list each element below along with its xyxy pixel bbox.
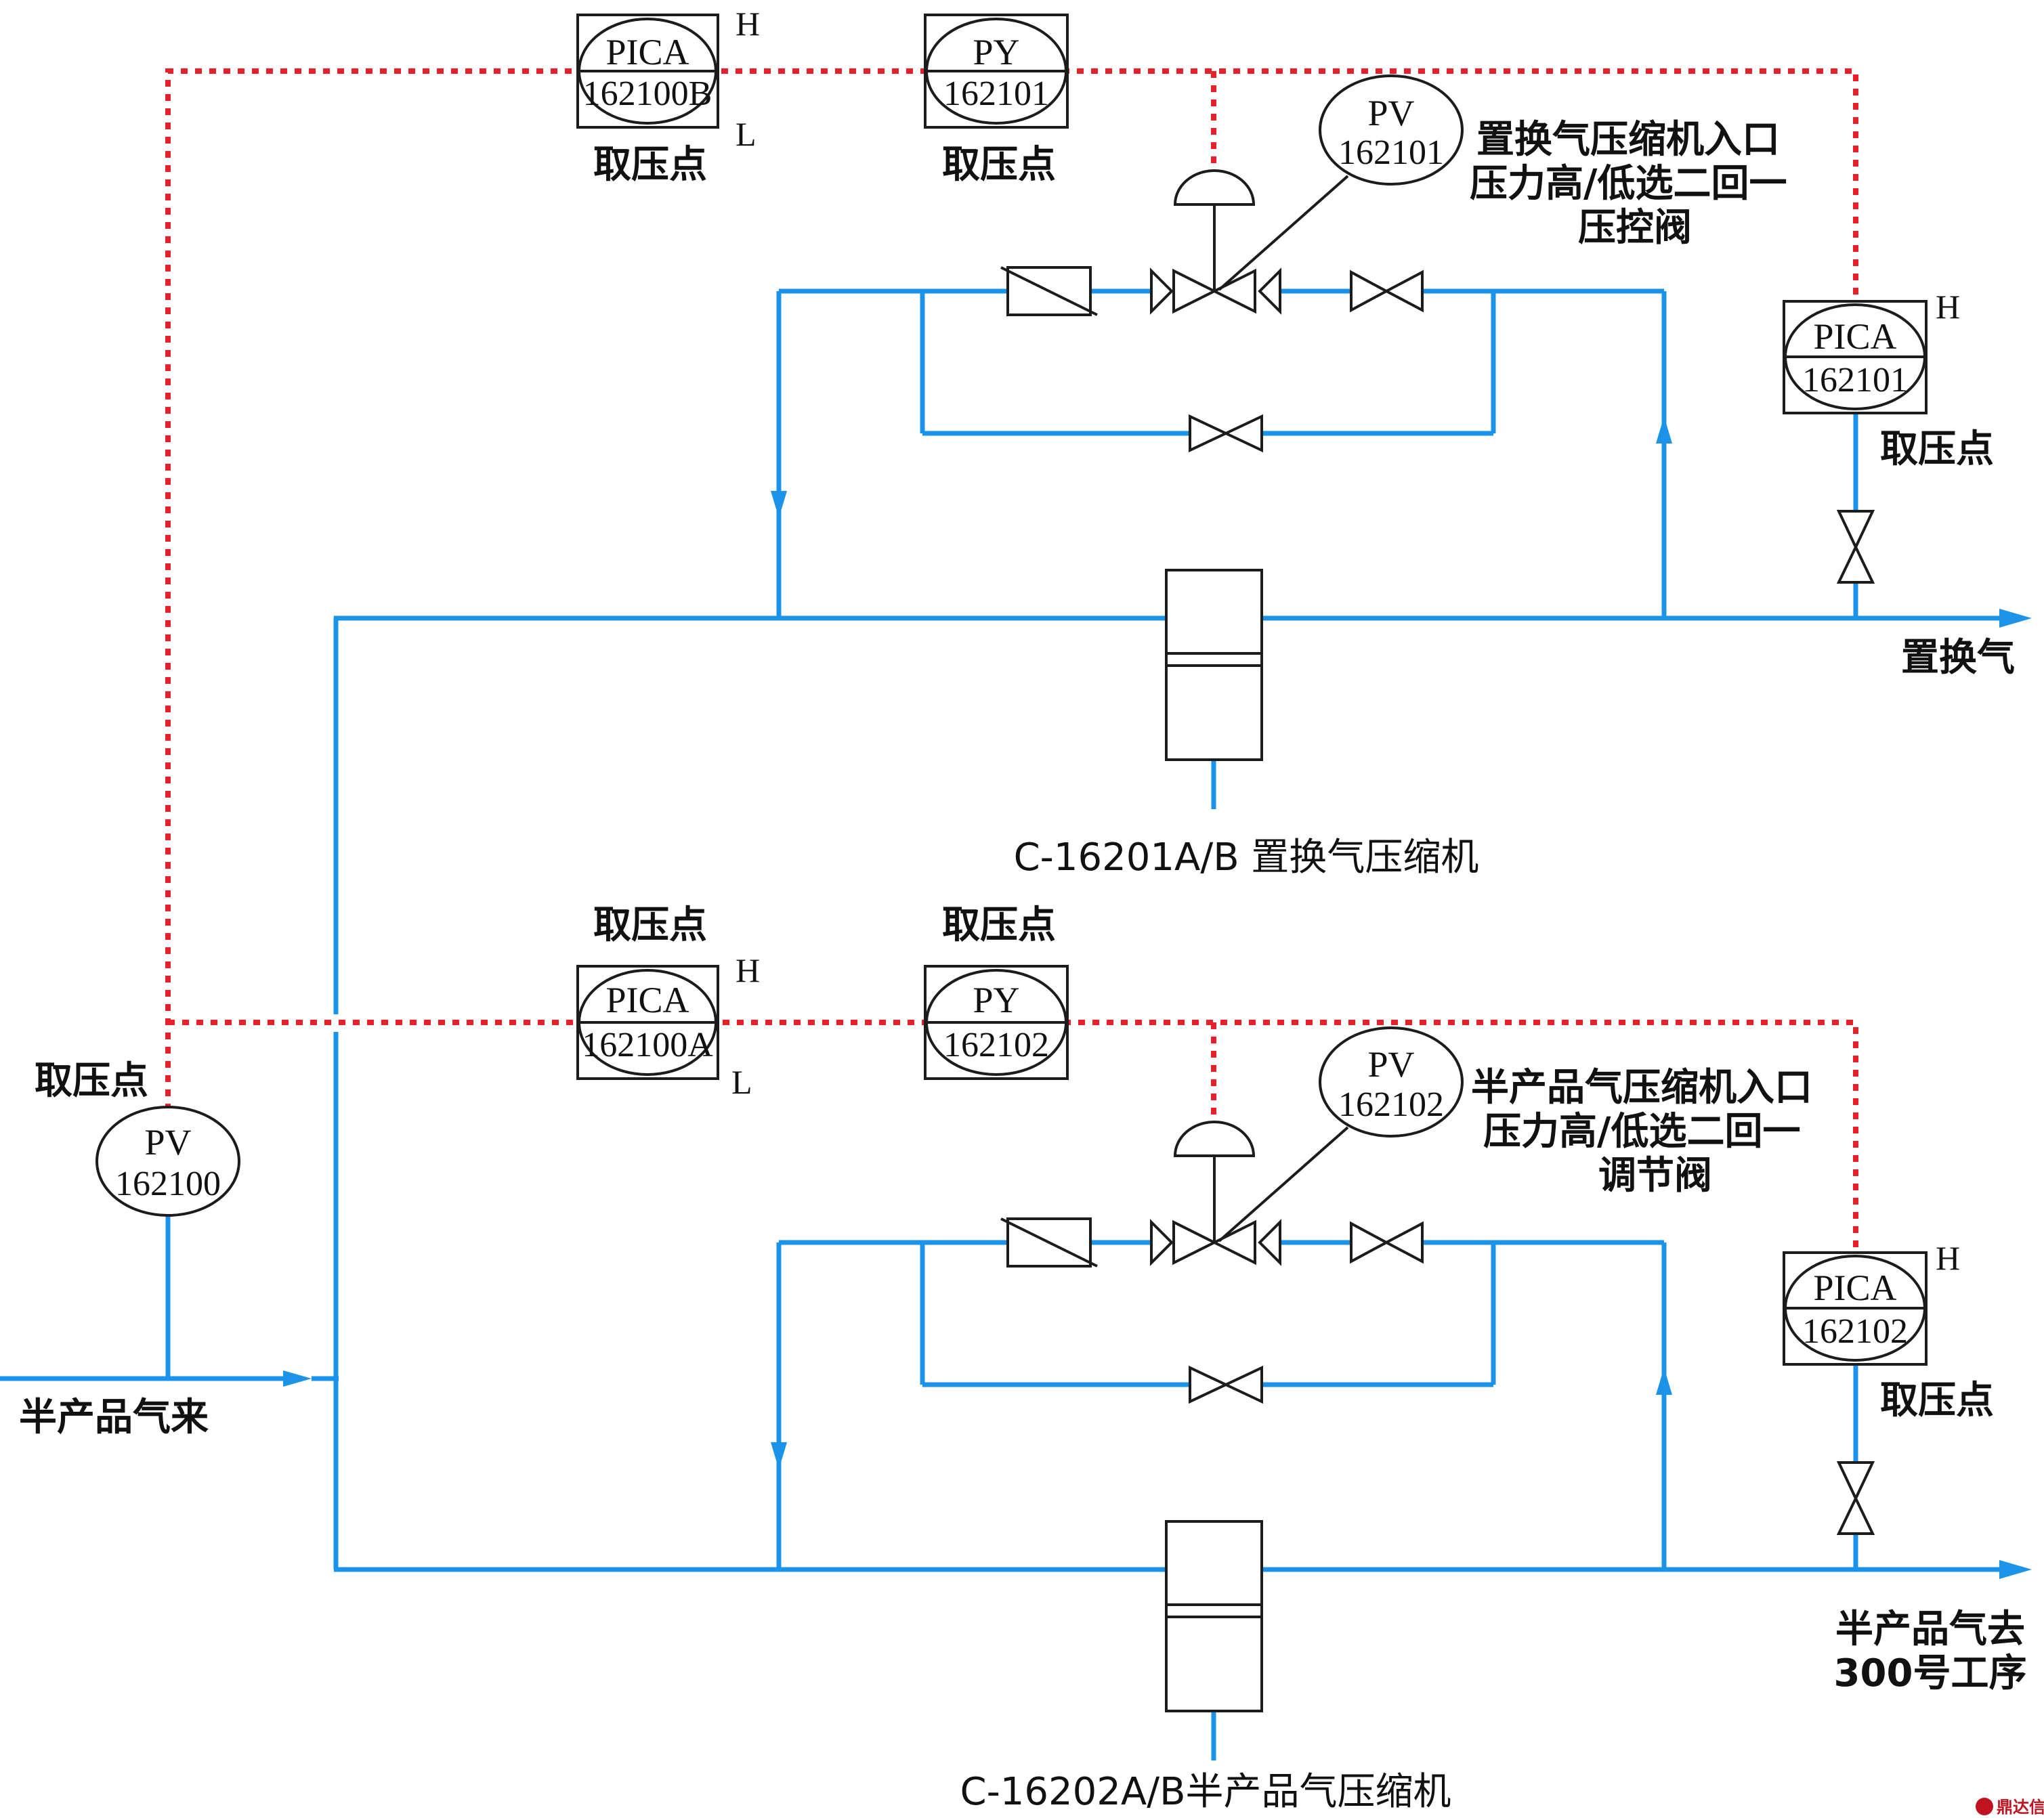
lower-gate-valve-left	[1150, 1219, 1174, 1266]
svg-text:PY: PY	[973, 980, 1019, 1020]
svg-text:压力高/低选二回一: 压力高/低选二回一	[1483, 1110, 1800, 1154]
instrument-py-162102: PY 162102 取压点	[924, 903, 1069, 1080]
lower-valve-actuator	[1173, 1121, 1256, 1157]
upper-tap-valve	[1836, 510, 1875, 550]
upper-bypass-valve	[1189, 414, 1229, 453]
svg-text:PICA: PICA	[1813, 316, 1896, 357]
svg-text:取压点: 取压点	[1880, 427, 1994, 471]
instrument-py-162101: PY 162101 取压点	[924, 14, 1069, 187]
lower-gate-valve-right	[1350, 1221, 1390, 1264]
svg-text:162101: 162101	[1338, 133, 1444, 172]
svg-text:取压点: 取压点	[942, 143, 1056, 187]
svg-text:半产品气压缩机入口: 半产品气压缩机入口	[1471, 1066, 1812, 1110]
svg-text:H: H	[736, 5, 760, 43]
upper-valve-actuator	[1173, 169, 1256, 206]
svg-text:L: L	[731, 1063, 752, 1101]
svg-text:取压点: 取压点	[35, 1059, 148, 1103]
svg-text:压力高/低选二回一: 压力高/低选二回一	[1470, 162, 1787, 206]
svg-text:PICA: PICA	[1813, 1268, 1896, 1308]
svg-text:鼎达信: 鼎达信	[1997, 1798, 2044, 1817]
instrument-pica-162102: PICA 162102 H 取压点	[1783, 1239, 1994, 1423]
compressor-upper	[1165, 569, 1263, 761]
upper-gate-valve-left	[1150, 267, 1174, 315]
svg-text:162101: 162101	[1802, 361, 1908, 399]
svg-text:162102: 162102	[943, 1026, 1049, 1064]
instrument-pv-162101: PV 162101 置换气压缩机入口 压力高/低选二回一 压控阀	[1319, 74, 1787, 250]
outlet-lower-label-line1: 半产品气去	[1835, 1607, 2025, 1651]
instrument-pv-162100: PV 162100 取压点	[35, 1059, 240, 1217]
svg-text:PV: PV	[1367, 1044, 1414, 1085]
inlet-label: 半产品气来	[19, 1395, 209, 1440]
svg-text:162102: 162102	[1338, 1085, 1444, 1124]
lower-valve-train	[1000, 1121, 1875, 1535]
svg-text:取压点: 取压点	[593, 143, 707, 187]
svg-text:取压点: 取压点	[593, 903, 707, 947]
lower-bypass-valve	[1189, 1365, 1229, 1404]
svg-text:162100A: 162100A	[582, 1026, 713, 1064]
svg-text:PY: PY	[973, 32, 1019, 72]
watermark-logo: 鼎达信	[1976, 1798, 2044, 1817]
svg-text:162101: 162101	[943, 74, 1049, 113]
lower-control-valve	[1172, 1219, 1218, 1265]
svg-text:取压点: 取压点	[942, 903, 1056, 947]
instrument-pica-162100b: PICA 162100B H L 取压点	[576, 5, 760, 187]
svg-text:PICA: PICA	[605, 980, 689, 1020]
svg-text:压控阀: 压控阀	[1578, 206, 1692, 250]
svg-text:调节阀: 调节阀	[1598, 1154, 1712, 1198]
instrument-pica-162100a: PICA 162100A H L 取压点	[576, 903, 760, 1101]
svg-text:L: L	[736, 115, 757, 153]
svg-text:162102: 162102	[1802, 1312, 1908, 1351]
process-pipes	[0, 288, 2032, 1760]
outlet-upper-label: 置换气	[1901, 636, 2015, 680]
compressor-lower	[1165, 1520, 1263, 1712]
instrument-pica-162101: PICA 162101 H 取压点	[1783, 288, 1994, 471]
compressor-upper-label: C-16201A/B 置换气压缩机	[1014, 836, 1479, 880]
lower-tap-valve	[1836, 1461, 1875, 1502]
upper-valve-train	[1000, 169, 1875, 584]
svg-text:162100: 162100	[115, 1165, 221, 1203]
upper-control-valve	[1172, 268, 1218, 314]
svg-text:H: H	[1936, 1239, 1960, 1277]
svg-text:PICA: PICA	[605, 32, 689, 72]
upper-gate-valve-right	[1350, 269, 1390, 313]
outlet-lower-label-line2: 300号工序	[1834, 1651, 2027, 1695]
svg-text:PV: PV	[1367, 93, 1414, 133]
svg-text:取压点: 取压点	[1880, 1379, 1994, 1423]
instrument-pv-162102: PV 162102 半产品气压缩机入口 压力高/低选二回一 调节阀	[1319, 1026, 1812, 1198]
compressor-lower-label: C-16202A/B半产品气压缩机	[960, 1770, 1451, 1814]
svg-text:H: H	[736, 951, 760, 989]
svg-text:162100B: 162100B	[583, 74, 712, 113]
svg-text:置换气压缩机入口: 置换气压缩机入口	[1476, 118, 1780, 162]
svg-text:PV: PV	[144, 1122, 191, 1163]
svg-text:H: H	[1936, 288, 1960, 326]
